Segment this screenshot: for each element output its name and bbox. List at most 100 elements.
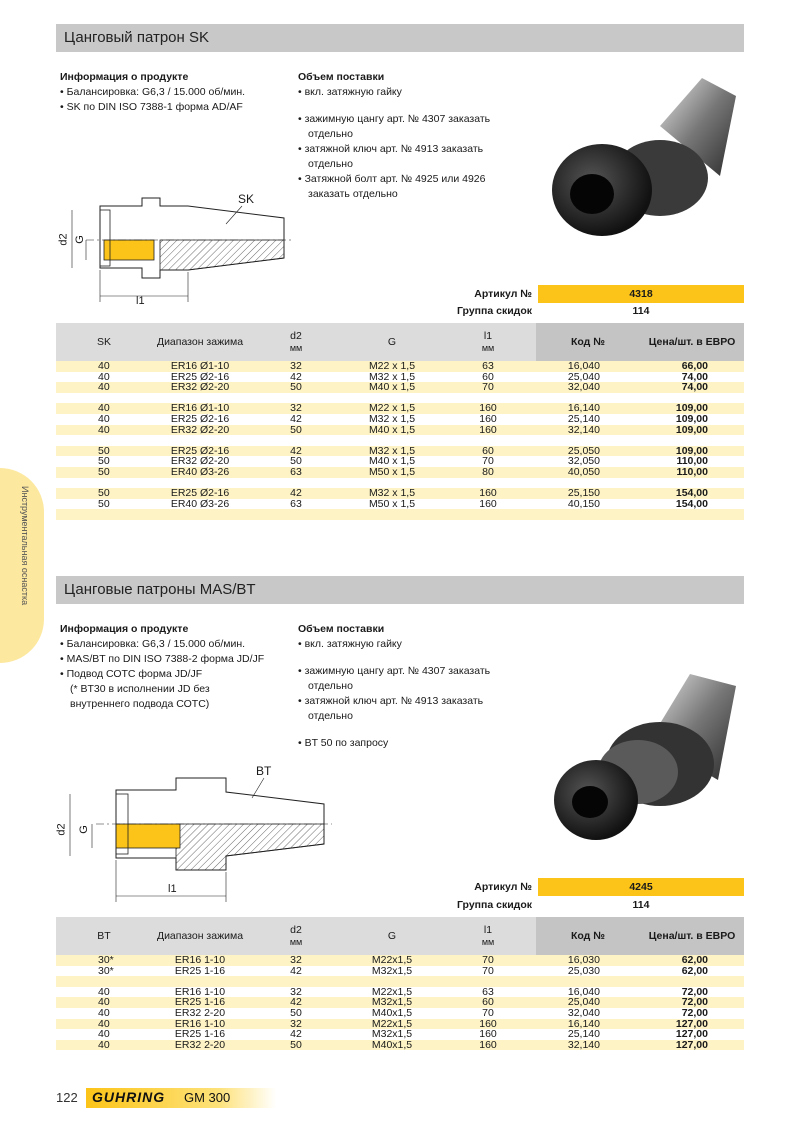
table-cell: 74,00 xyxy=(640,382,744,393)
supply-line: вкл. затяжную гайку xyxy=(298,85,528,100)
table-cell: 110,00 xyxy=(640,456,744,467)
table-cell: 70 xyxy=(440,456,536,467)
table-cell: 50 xyxy=(56,467,152,478)
bt-product-photo xyxy=(554,674,736,840)
table-cell: 70 xyxy=(440,1008,536,1019)
table-cell: M22 x 1,5 xyxy=(344,403,440,414)
table-cell: 60 xyxy=(440,371,536,383)
table-cell xyxy=(56,392,152,404)
table-row xyxy=(56,509,744,520)
supply-line: зажимную цангу арт. № 4307 заказать xyxy=(298,664,528,679)
table-cell: 42 xyxy=(248,965,344,977)
table-cell: 50 xyxy=(248,1008,344,1019)
table-cell xyxy=(536,392,640,404)
supply-line: затяжной ключ арт. № 4913 заказать xyxy=(298,694,528,709)
table-cell: 32 xyxy=(248,955,344,966)
table-cell: M32x1,5 xyxy=(344,997,440,1008)
table-cell: 40 xyxy=(56,424,152,436)
sk-product-photo xyxy=(552,78,736,236)
bt-label: BT xyxy=(256,764,272,778)
footer-bar xyxy=(86,1088,276,1108)
table-cell: 63 xyxy=(440,987,536,998)
table-cell: 25,040 xyxy=(536,997,640,1008)
supply-info-bt: Объем поставки вкл. затяжную гайку зажим… xyxy=(298,622,528,751)
table-cell: 63 xyxy=(440,361,536,372)
table-cell xyxy=(248,976,344,987)
supply-line: Затяжной болт арт. № 4925 или 4926 xyxy=(298,172,528,187)
table-cell: 40 xyxy=(56,1040,152,1051)
table-cell: ER32 Ø2-20 xyxy=(152,456,248,467)
sk-label: SK xyxy=(238,192,255,206)
table-cell xyxy=(440,435,536,446)
supply-header: Объем поставки xyxy=(298,623,385,635)
table-cell: 32 xyxy=(248,987,344,998)
col-header-g: G xyxy=(344,917,440,955)
product-info-sk: Информация о продукте Балансировка: G6,3… xyxy=(60,70,290,115)
table-cell: 42 xyxy=(248,414,344,425)
table-cell xyxy=(152,392,248,404)
table-cell: 40 xyxy=(56,361,152,372)
table-cell: M22x1,5 xyxy=(344,987,440,998)
table-cell xyxy=(152,509,248,520)
table-cell: M40 x 1,5 xyxy=(344,456,440,467)
table-cell: ER25 Ø2-16 xyxy=(152,446,248,457)
col-header-range: Диапазон зажима xyxy=(152,323,248,361)
table-cell: 70 xyxy=(440,382,536,393)
table-cell: 32,140 xyxy=(536,424,640,436)
supply-line: вкл. затяжную гайку xyxy=(298,637,528,652)
table-cell: ER40 Ø3-26 xyxy=(152,467,248,478)
article-label: Артикул № xyxy=(474,288,532,300)
table-cell: 50 xyxy=(56,446,152,457)
col-header-code: Код № xyxy=(536,917,640,955)
col-header-price: Цена/шт. в ЕВРО xyxy=(640,323,744,361)
info-line-cont: (* BT30 в исполнении JD без xyxy=(70,683,210,695)
table-cell: 40 xyxy=(56,987,152,998)
table-cell: 32 xyxy=(248,1018,344,1030)
table-cell xyxy=(536,435,640,446)
table-cell: M32 x 1,5 xyxy=(344,371,440,383)
table-cell: 50 xyxy=(56,456,152,467)
table-cell: M32x1,5 xyxy=(344,1029,440,1040)
article-number: 4318 xyxy=(538,285,744,303)
table-row xyxy=(56,392,744,404)
col-header-sk: SK xyxy=(56,323,152,361)
section-title-sk: Цанговый патрон SK xyxy=(56,24,744,52)
sk-technical-drawing xyxy=(71,197,292,302)
table-cell: 42 xyxy=(248,446,344,457)
table-cell: M32x1,5 xyxy=(344,965,440,977)
info-line: Балансировка: G6,3 / 15.000 об/мин. xyxy=(60,637,290,652)
table-cell: 16,040 xyxy=(536,361,640,372)
g-label: G xyxy=(73,235,86,244)
table-cell: 25,030 xyxy=(536,965,640,977)
d2-label: d2 xyxy=(57,233,70,246)
table-cell: 109,00 xyxy=(640,414,744,425)
supply-line-cont: заказать отдельно xyxy=(308,188,398,200)
table-cell: 62,00 xyxy=(640,965,744,977)
table-cell xyxy=(248,509,344,520)
table-cell xyxy=(440,976,536,987)
table-cell xyxy=(640,509,744,520)
table-cell: 16,040 xyxy=(536,987,640,998)
supply-line: зажимную цангу арт. № 4307 заказать xyxy=(298,112,528,127)
table-cell: 127,00 xyxy=(640,1029,744,1040)
table-cell: 127,00 xyxy=(640,1018,744,1030)
table-cell: 63 xyxy=(248,467,344,478)
table-cell: 32,040 xyxy=(536,1008,640,1019)
table-cell: M50 x 1,5 xyxy=(344,499,440,510)
table-cell: 60 xyxy=(440,446,536,457)
discount-value: 114 xyxy=(632,899,650,911)
table-cell: 109,00 xyxy=(640,403,744,414)
table-cell: ER32 Ø2-20 xyxy=(152,424,248,436)
table-cell: 30* xyxy=(56,965,152,977)
table-cell: 32 xyxy=(248,403,344,414)
